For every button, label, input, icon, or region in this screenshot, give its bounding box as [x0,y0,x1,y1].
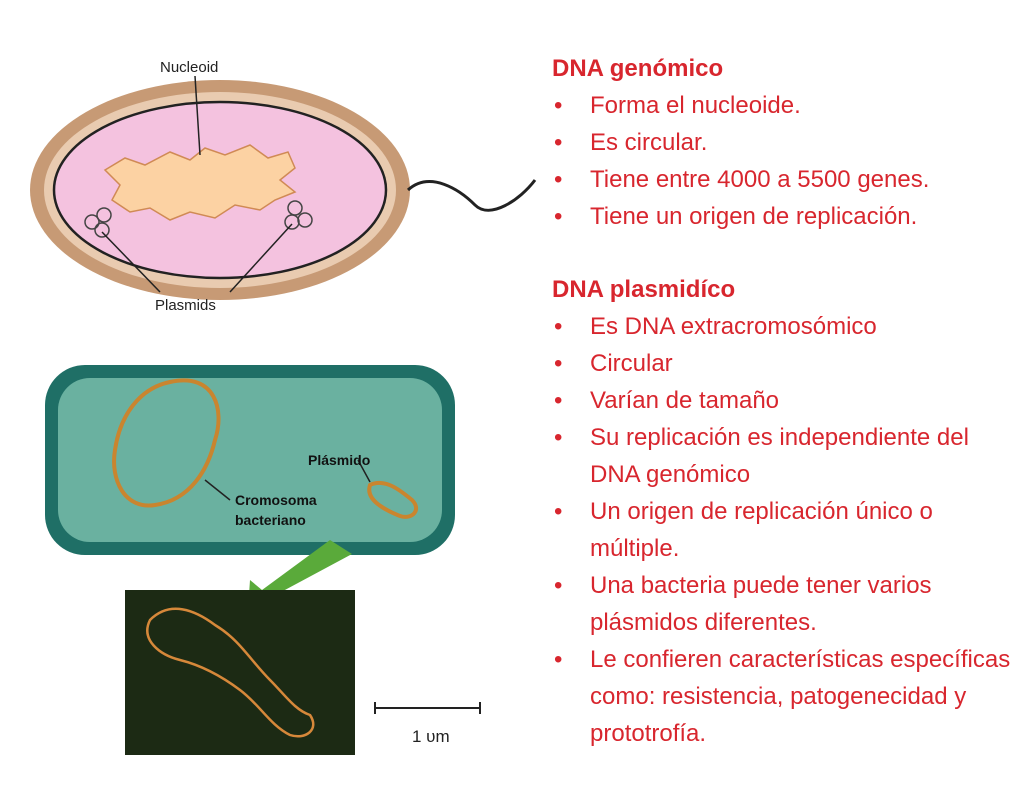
plasmid-pointer-right [229,223,293,293]
plasmid-pointer [357,459,371,483]
flagellum [406,179,537,212]
micrograph-image [125,590,355,755]
list-item: •Una bacteria puede tener varios plásmid… [552,567,1014,641]
plasmid-loop [367,480,419,519]
bacterium-illustration: Plásmido Cromosoma bacteriano [45,365,455,555]
scale-label: 1 υm [412,727,450,746]
list-item: •Es circular. [552,124,1014,161]
plasmid-circles-left [84,207,112,238]
plasmid-title: DNA plasmidíco [552,276,736,303]
list-item: •Su replicación es independiente del DNA… [552,419,1014,493]
nucleoid-label: Nucleoid [160,59,218,76]
cromosoma-label-2: bacteriano [235,512,306,528]
micrograph-panel: 1 υm [125,540,481,755]
nucleoid-region [103,144,297,221]
bullet-icon: • [554,350,563,377]
cromosoma-label-1: Cromosoma [235,492,317,508]
cell-inner [58,378,442,542]
text-column: DNA genómico •Forma el nucleoide. •Es ci… [552,50,1014,788]
bullet-icon: • [554,92,563,119]
plasmid-circles-right [284,200,313,230]
bullet-icon: • [554,572,563,599]
bullet-icon: • [554,498,563,525]
bacterium-schematic: Nucleoid Plasmids [30,59,537,314]
bullet-icon: • [554,313,563,340]
chromosome-pointer [204,479,231,501]
plasmid-pointer-left [101,231,161,293]
chromosome-loop [112,378,221,508]
genomic-list: •Forma el nucleoide. •Es circular. •Tien… [552,87,1014,235]
bullet-icon: • [554,129,563,156]
list-item: •Le confieren características específica… [552,641,1014,752]
list-item: •Forma el nucleoide. [552,87,1014,124]
genomic-title: DNA genómico [552,55,724,82]
bullet-icon: • [554,203,563,230]
plasmido-label: Plásmido [308,452,370,468]
list-item: •Tiene entre 4000 a 5500 genes. [552,161,1014,198]
bullet-icon: • [554,424,563,451]
bullet-icon: • [554,166,563,193]
list-item: •Circular [552,345,1014,382]
nucleoid-pointer [194,75,201,156]
list-item: •Es DNA extracromosómico [552,308,1014,345]
bullet-icon: • [554,646,563,673]
plasmid-list: •Es DNA extracromosómico •Circular •Varí… [552,308,1014,752]
list-item: •Varían de tamaño [552,382,1014,419]
plasmids-label: Plasmids [155,297,216,314]
list-item: •Tiene un origen de replicación. [552,198,1014,235]
bullet-icon: • [554,387,563,414]
list-item: •Un origen de replicación único o múltip… [552,493,1014,567]
micrograph-dna-strand [146,607,315,738]
